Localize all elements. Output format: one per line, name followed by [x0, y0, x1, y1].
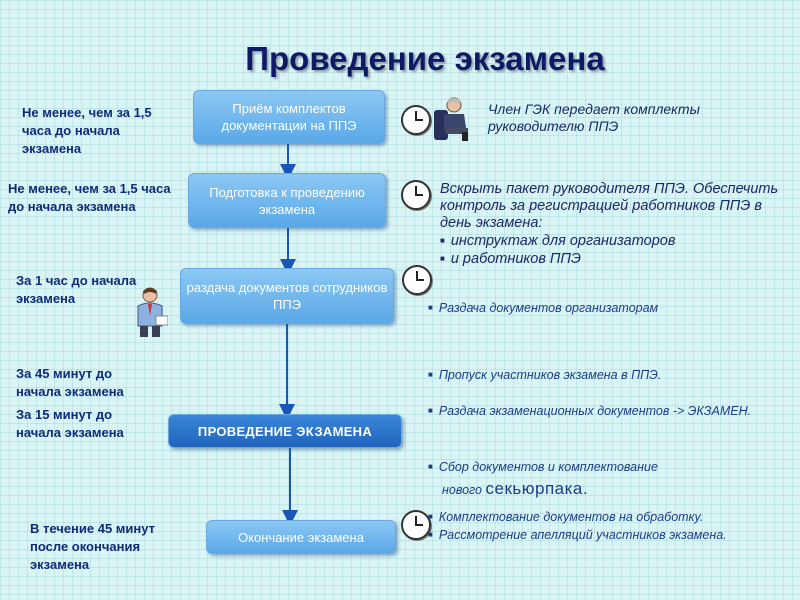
action-text-7: ■Комплектование документов на обработку.…: [428, 510, 727, 542]
time-label-6: В течение 45 минут после окончания экзам…: [30, 521, 156, 572]
bullet-label: и работников ППЭ: [450, 251, 581, 267]
time-label-3: За 1 час до начала экзамена: [16, 273, 137, 306]
person-icon: [137, 287, 168, 337]
time-label-2: Не менее, чем за 1,5 часа до начала экза…: [8, 181, 171, 214]
page-title: Проведение экзамена: [245, 40, 605, 77]
step-exam-end[interactable]: Окончание экзамена: [206, 520, 396, 554]
action-text-2-main: Вскрыть пакет руководителя ППЭ. Обеспечи…: [440, 181, 779, 231]
time-label-1: Не менее, чем за 1,5 часа до начала экза…: [22, 105, 152, 156]
action-text-5: ■Раздача экзаменационных документов -> Э…: [428, 404, 752, 418]
time-label-4: За 45 минут до начала экзамена: [16, 366, 124, 399]
action-label: Сбор документов и комплектование: [438, 460, 658, 474]
action-label: Пропуск участников экзамена в ППЭ.: [438, 368, 662, 382]
clock-icon: [401, 105, 431, 135]
seated-person-icon: [434, 97, 468, 141]
clock-icon: [402, 265, 432, 295]
action-label-secure-pack: секьюрпака.: [485, 479, 589, 498]
step-label: Приём комплектов документации на ППЭ: [221, 101, 357, 133]
action-label: Раздача экзаменационных документов -> ЭК…: [438, 404, 752, 418]
action-label: Рассмотрение апелляций участников экзаме…: [438, 528, 727, 542]
step-label: Подготовка к проведению экзамена: [209, 184, 365, 217]
step-exam[interactable]: ПРОВЕДЕНИЕ ЭКЗАМЕНА: [168, 414, 402, 448]
step-label: раздача документов сотрудников ППЭ: [186, 280, 388, 312]
action-text-6: ■Сбор документов и комплектование нового…: [428, 460, 658, 498]
action-text-2: Вскрыть пакет руководителя ППЭ. Обеспечи…: [440, 181, 780, 268]
action-bullet-2: ■и работников ППЭ: [440, 251, 581, 267]
action-label: Раздача документов организаторам: [438, 301, 659, 315]
action-label: Комплектование документов на обработку.: [438, 510, 704, 524]
action-bullet-1: ■инструктаж для организаторов: [440, 233, 676, 249]
step-label: ПРОВЕДЕНИЕ ЭКЗАМЕНА: [197, 423, 373, 439]
action-text-4: ■Пропуск участников экзамена в ППЭ.: [428, 368, 662, 382]
clock-icon: [401, 180, 431, 210]
action-text-1: Член ГЭК передает комплекты руководителю…: [488, 101, 700, 134]
step-preparation[interactable]: Подготовка к проведению экзамена: [188, 173, 386, 228]
time-label-5: За 15 минут до начала экзамена: [16, 407, 124, 440]
clock-icon: [401, 510, 431, 540]
step-document-receipt[interactable]: Приём комплектов документации на ППЭ: [193, 90, 385, 144]
action-label-new: нового: [442, 483, 483, 497]
bullet-label: инструктаж для организаторов: [450, 233, 676, 249]
action-text-3: ■Раздача документов организаторам: [428, 301, 659, 315]
step-staff-distribution[interactable]: раздача документов сотрудников ППЭ: [180, 268, 394, 324]
step-label: Окончание экзамена: [238, 529, 364, 545]
